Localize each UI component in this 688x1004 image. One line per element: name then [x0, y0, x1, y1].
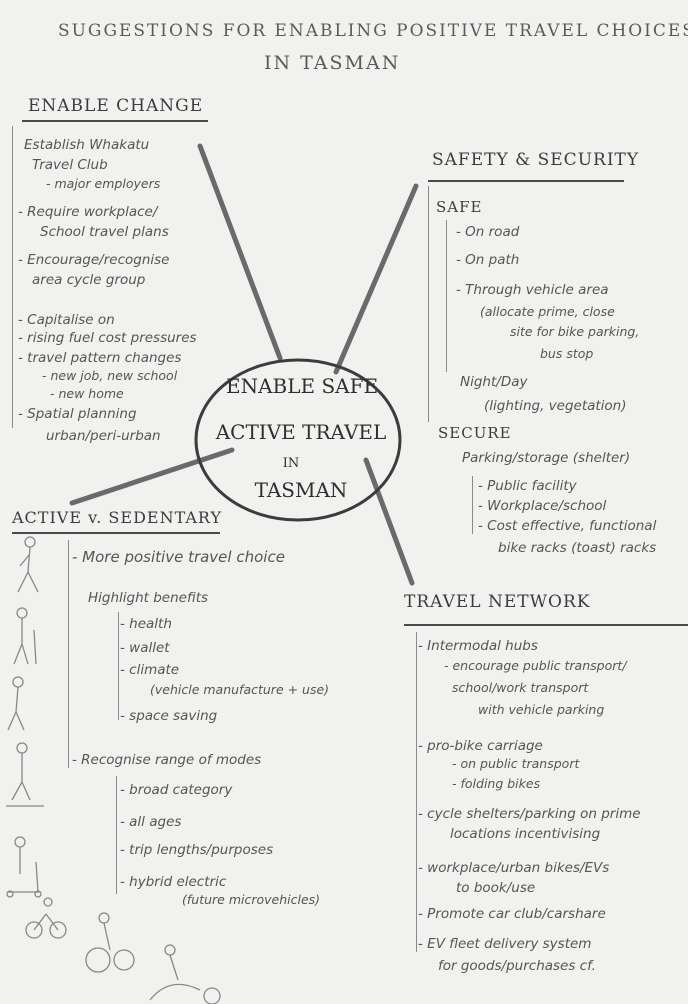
- list-item: - Recognise range of modes: [72, 752, 262, 768]
- center-ellipse: [194, 358, 402, 522]
- e-scooter-figure-icon: [6, 836, 42, 898]
- safe-bracket: [446, 220, 447, 372]
- list-item: school/work transport: [452, 680, 589, 695]
- list-item: (future microvehicles): [182, 892, 321, 907]
- enable-change-underline: [22, 120, 208, 122]
- list-item: - rising fuel cost pressures: [18, 330, 197, 346]
- list-item: - More positive travel choice: [72, 548, 285, 566]
- list-item: - on public transport: [452, 756, 580, 771]
- list-item: - trip lengths/purposes: [120, 842, 274, 858]
- travel-network-heading: TRAVEL NETWORK: [404, 592, 591, 612]
- list-item: - encourage public transport/: [444, 658, 627, 673]
- list-item: - Encourage/recognise: [18, 252, 170, 268]
- list-item: urban/peri-urban: [46, 428, 161, 444]
- list-item: to book/use: [456, 880, 536, 896]
- list-item: - cycle shelters/parking on prime: [418, 806, 641, 822]
- list-item: area cycle group: [32, 272, 146, 288]
- list-item: bike racks (toast) racks: [498, 540, 657, 556]
- list-item: - Intermodal hubs: [418, 638, 538, 654]
- active-sedentary-bracket: [68, 540, 69, 768]
- list-item: - On road: [456, 224, 520, 240]
- connector-enable-change: [197, 143, 283, 361]
- scooter-figure-icon: [7, 676, 25, 731]
- cargo-bike-icon: [149, 944, 221, 1004]
- enable-change-bracket: [12, 126, 13, 428]
- active-sedentary-underline: [12, 532, 220, 534]
- list-item: - On path: [456, 252, 520, 268]
- list-item: - Capitalise on: [18, 312, 115, 328]
- list-item: locations incentivising: [450, 826, 601, 842]
- list-item: - Through vehicle area: [456, 282, 609, 298]
- list-item: - Spatial planning: [18, 406, 137, 422]
- connector-safety-security: [333, 183, 419, 375]
- list-item: - EV fleet delivery system: [418, 936, 592, 952]
- list-item: - folding bikes: [452, 776, 541, 791]
- center-line4: TASMAN: [254, 478, 348, 502]
- active-sedentary-heading: ACTIVE v. SEDENTARY: [12, 508, 223, 527]
- list-item: Night/Day: [460, 374, 528, 390]
- list-item: - Promote car club/carshare: [418, 906, 606, 922]
- list-item: (allocate prime, close: [480, 304, 615, 319]
- list-item: Establish Whakatu: [24, 137, 150, 153]
- skateboard-figure-icon: [6, 742, 44, 807]
- cyclist-icon: [85, 912, 135, 973]
- modes-bracket: [116, 776, 117, 894]
- connector-active-sedentary: [69, 447, 235, 506]
- list-item: - Cost effective, functional: [478, 518, 657, 534]
- list-item: - space saving: [120, 708, 218, 724]
- list-item: (lighting, vegetation): [484, 398, 627, 414]
- connector-travel-network: [363, 457, 415, 586]
- list-item: - Require workplace/: [18, 204, 158, 220]
- list-item: - Public facility: [478, 478, 577, 494]
- benefits-bracket: [118, 612, 119, 720]
- page-title: SUGGESTIONS FOR ENABLING POSITIVE TRAVEL…: [58, 20, 688, 40]
- list-item: - wallet: [120, 640, 170, 656]
- safety-security-underline: [428, 180, 624, 182]
- list-item: for goods/purchases cf.: [438, 958, 596, 974]
- list-item: - new job, new school: [42, 368, 178, 383]
- list-item: - workplace/urban bikes/EVs: [418, 860, 610, 876]
- travel-network-bracket: [416, 632, 417, 952]
- safe-label: SAFE: [436, 198, 483, 216]
- list-item: - new home: [50, 386, 124, 401]
- list-item: bus stop: [540, 346, 594, 361]
- list-item: - health: [120, 616, 172, 632]
- safety-security-heading: SAFETY & SECURITY: [432, 150, 640, 170]
- center-line1: ENABLE SAFE: [226, 374, 379, 398]
- list-item: - hybrid electric: [120, 874, 227, 890]
- list-item: Highlight benefits: [88, 590, 209, 606]
- center-line2: ACTIVE TRAVEL: [215, 420, 387, 444]
- list-item: - major employers: [46, 176, 161, 191]
- list-item: School travel plans: [40, 224, 169, 240]
- center-line3: IN: [282, 456, 300, 471]
- page-title-line2: IN TASMAN: [264, 52, 401, 74]
- list-item: - climate: [120, 662, 180, 678]
- list-item: site for bike parking,: [510, 324, 640, 339]
- list-item: Travel Club: [32, 157, 108, 173]
- list-item: Parking/storage (shelter): [462, 450, 631, 466]
- list-item: - broad category: [120, 782, 233, 798]
- secure-label: SECURE: [438, 424, 512, 442]
- list-item: - all ages: [120, 814, 182, 830]
- walking-figure-icon: [17, 536, 39, 593]
- enable-change-heading: ENABLE CHANGE: [28, 96, 204, 116]
- list-item: - Workplace/school: [478, 498, 607, 514]
- safety-bracket: [428, 186, 429, 422]
- list-item: with vehicle parking: [478, 702, 605, 717]
- list-item: - pro-bike carriage: [418, 738, 543, 754]
- travel-network-underline: [404, 624, 688, 626]
- list-item: (vehicle manufacture + use): [150, 682, 330, 697]
- secure-bracket: [472, 476, 473, 534]
- cane-figure-icon: [13, 607, 37, 665]
- bicycle-icon: [25, 897, 67, 939]
- list-item: - travel pattern changes: [18, 350, 182, 366]
